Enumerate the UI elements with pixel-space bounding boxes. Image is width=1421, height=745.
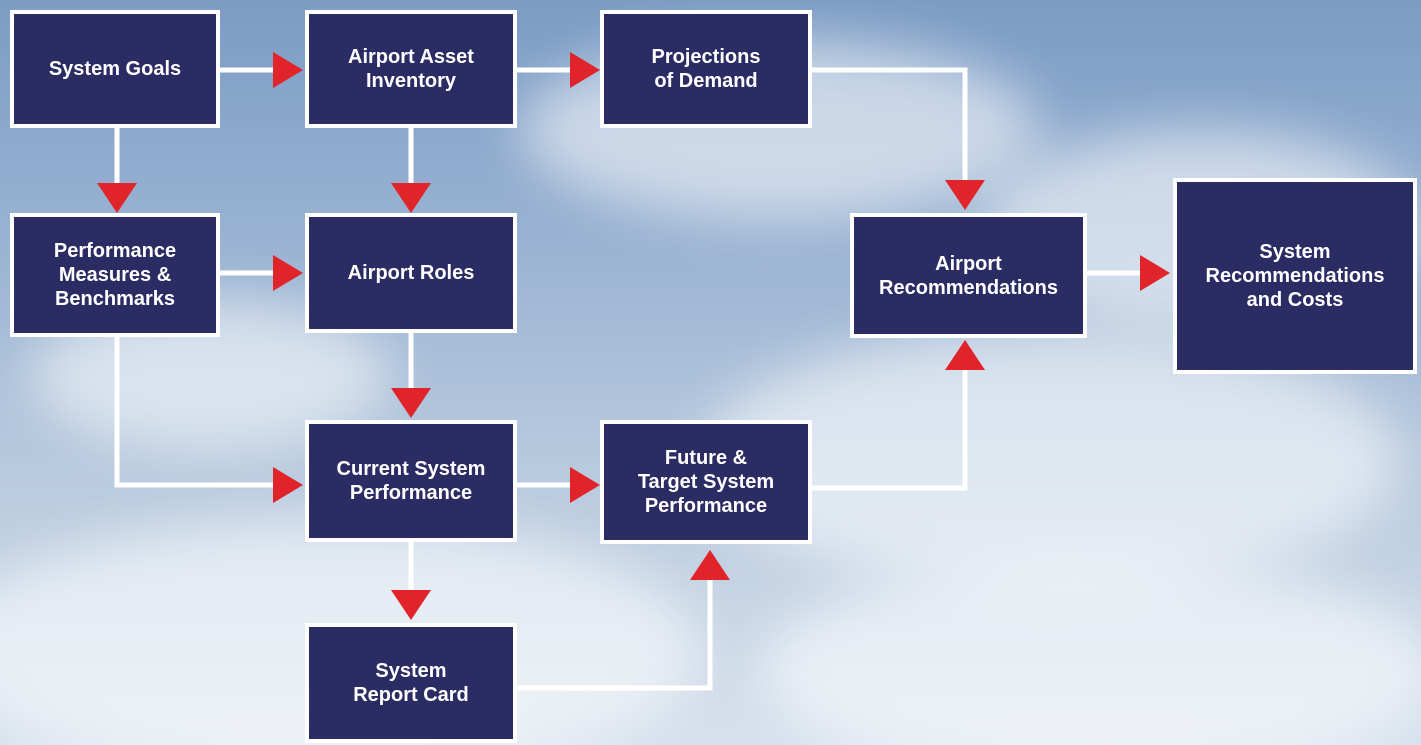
node-performance-measures: Performance Measures & Benchmarks [10,213,220,337]
arrowhead-down [945,180,985,210]
arrowhead-right [570,467,600,503]
node-label: System Goals [48,58,182,80]
arrowhead-down [391,388,431,418]
connector-future-to-airport-recs [812,370,968,491]
arrowhead-right [570,52,600,88]
node-label: Airport Asset Inventory [348,46,474,92]
arrowhead-down [391,590,431,620]
node-current-system-performance: Current System Performance [305,420,517,542]
node-label: Airport Recommendations [879,252,1058,299]
connector-performance-to-current [114,337,275,488]
arrowhead-down [97,183,137,213]
arrowhead-right [273,255,303,291]
node-system-report-card: System Report Card [305,623,517,743]
node-label: Current System Performance [336,458,486,504]
connector-report-card-to-future [517,580,713,691]
cloud-decoration [760,560,1421,745]
arrowhead-down [391,183,431,213]
arrowhead-right [273,467,303,503]
node-future-target-performance: Future & Target System Performance [600,420,812,544]
node-label: Projections of Demand [651,46,761,92]
node-label: Future & Target System Performance [637,447,775,517]
node-airport-asset-inventory: Airport Asset Inventory [305,10,517,128]
node-system-goals: System Goals [10,10,220,128]
connector-projections-to-airport-recs [812,67,968,180]
node-projections-of-demand: Projections of Demand [600,10,812,128]
node-airport-roles: Airport Roles [305,213,517,333]
node-label: Airport Roles [347,262,475,284]
arrowhead-right [1140,255,1170,291]
node-label: System Recommendations and Costs [1205,241,1385,311]
node-airport-recommendations: Airport Recommendations [850,213,1087,338]
arrowhead-right [273,52,303,88]
node-label: Performance Measures & Benchmarks [53,240,177,310]
node-label: System Report Card [353,660,469,706]
node-system-recommendations: System Recommendations and Costs [1173,178,1417,374]
arrowhead-up [945,340,985,370]
arrowhead-up [690,550,730,580]
